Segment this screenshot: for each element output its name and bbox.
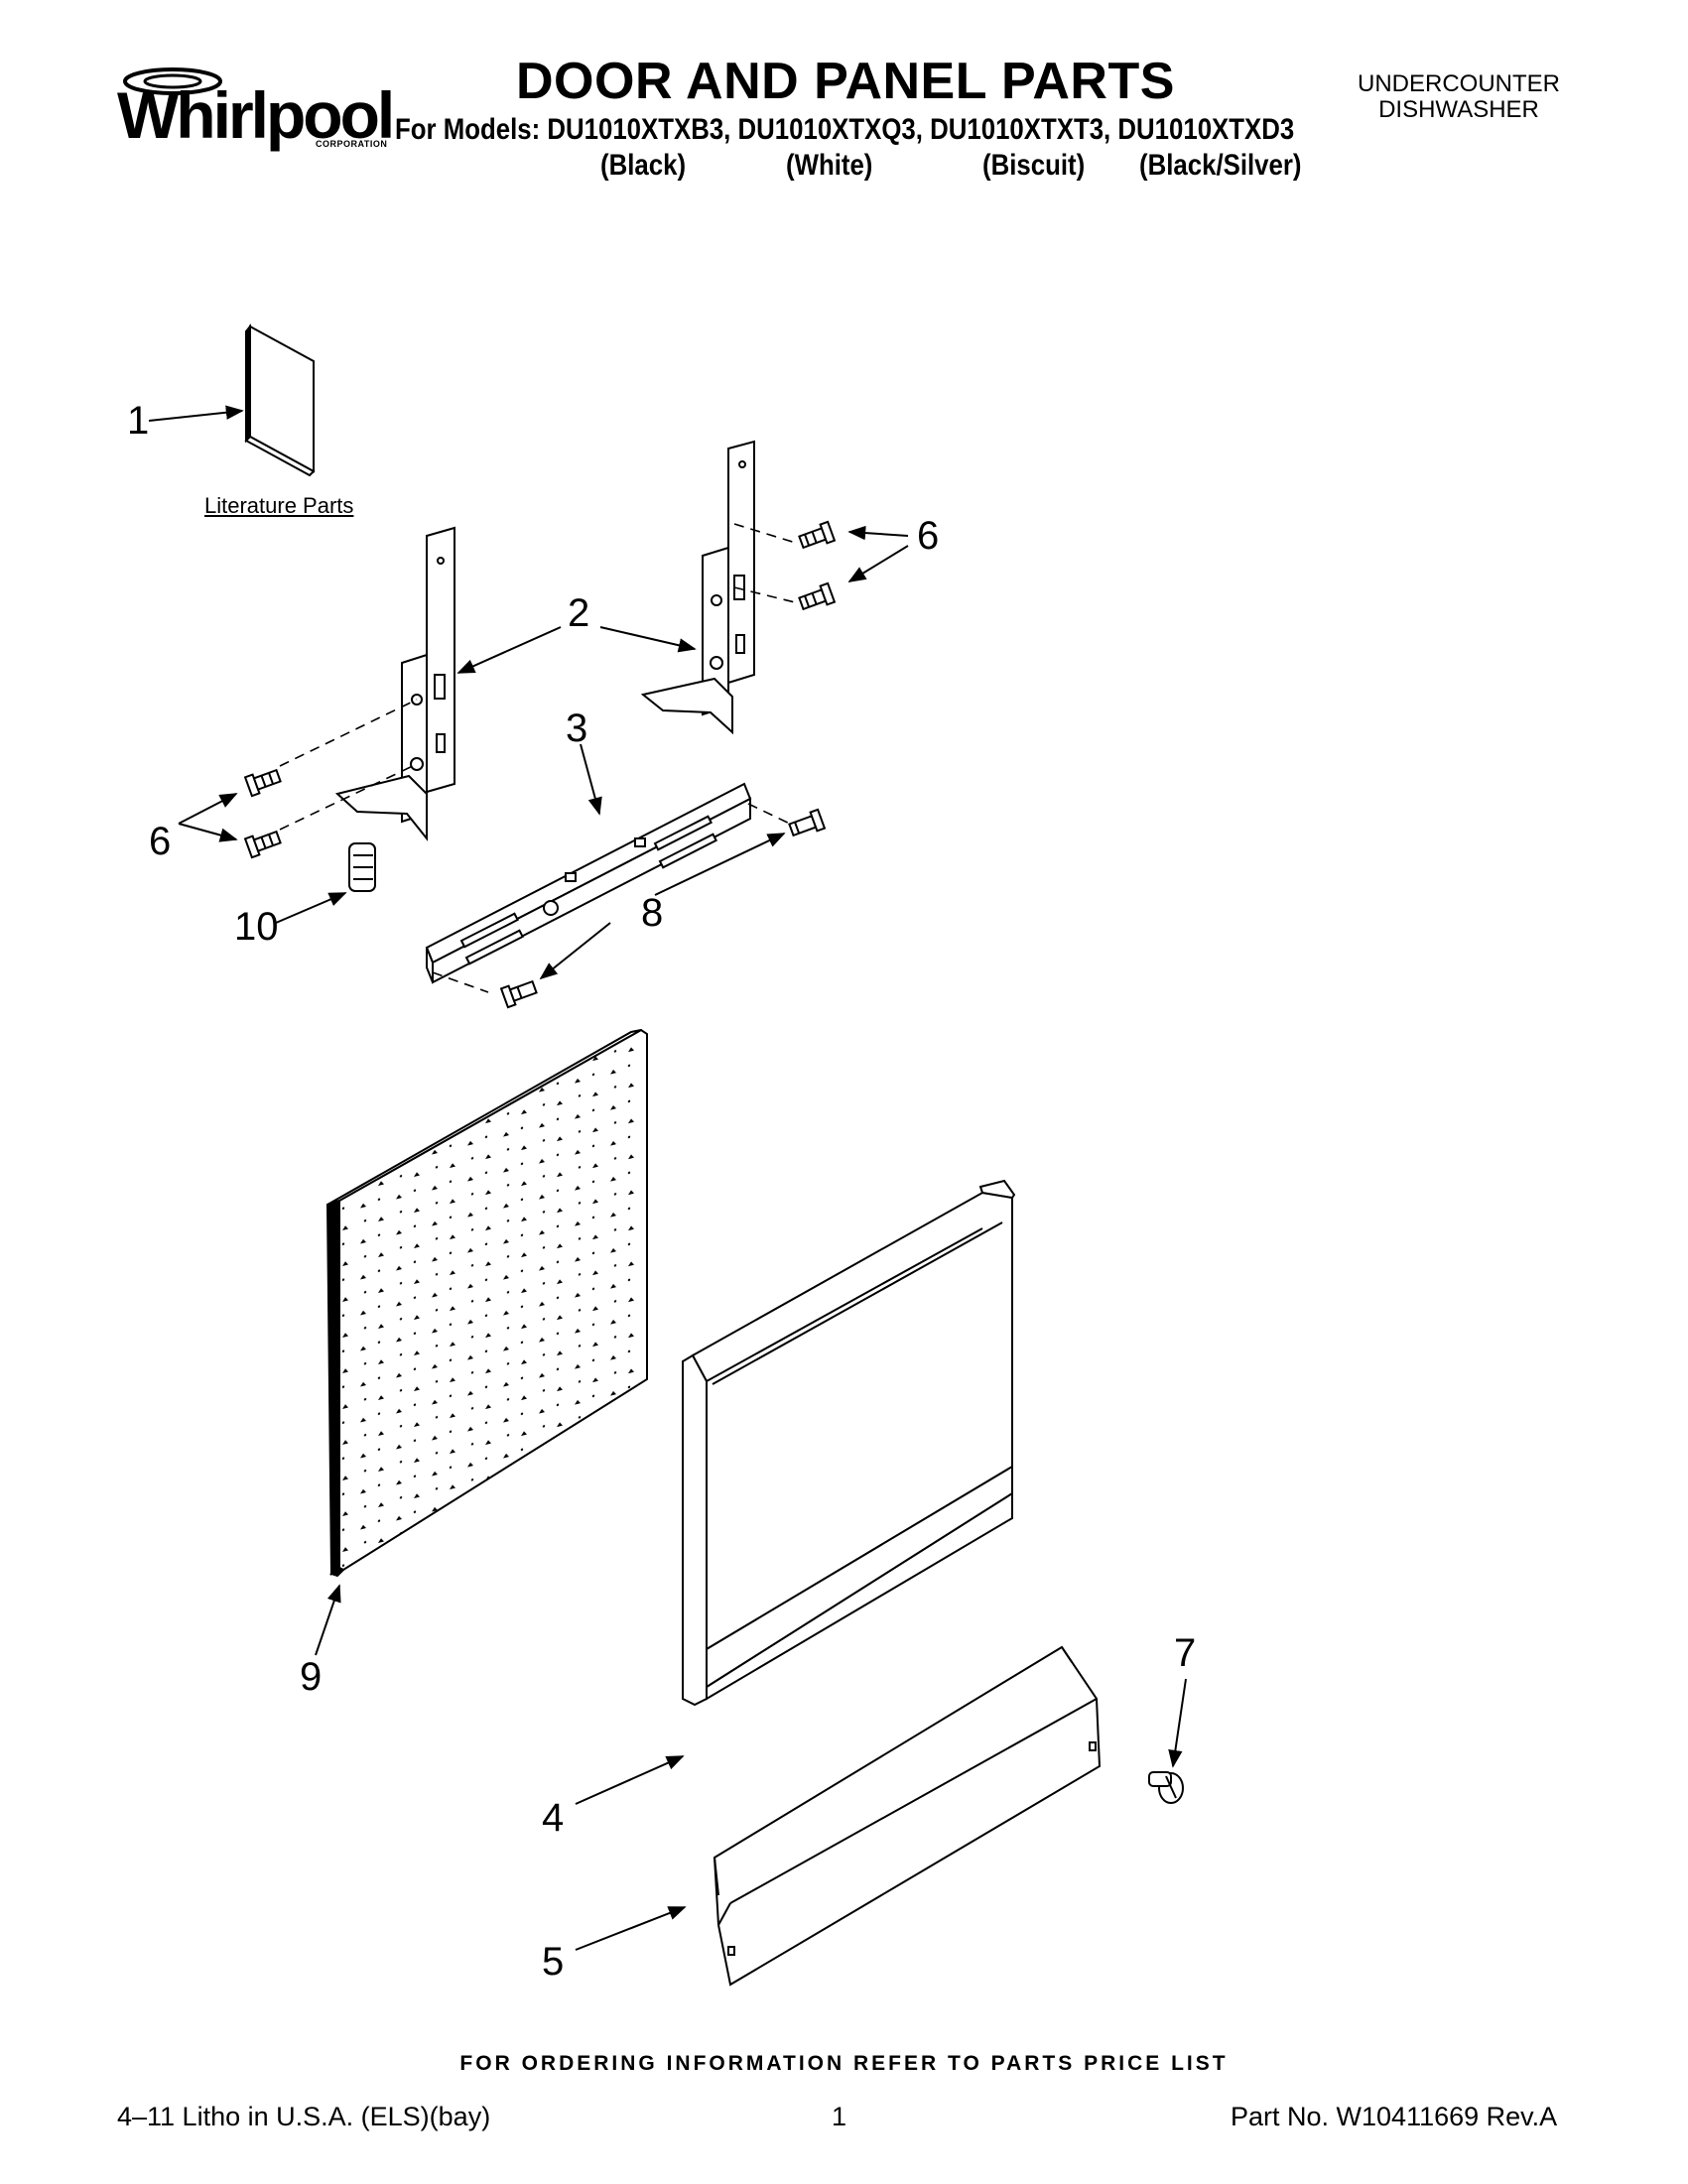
models-line: For Models: DU1010XTXB3, DU1010XTXQ3, DU… [395,113,1295,146]
logo-swirl-icon [123,67,222,95]
category-line-2: DISHWASHER [1378,96,1539,123]
leader-arrows [148,405,1187,1951]
model-color-white: (White) [786,149,873,182]
callout-9: 9 [300,1655,323,1699]
appliance-category: UNDERCOUNTER DISHWASHER [1330,71,1588,123]
outer-door-panel [325,1028,648,1578]
callout-3: 3 [566,707,588,750]
callout-4: 4 [542,1796,565,1840]
assembly-lines [279,523,800,993]
screw-6c [243,768,282,798]
screw-8a [788,808,827,837]
brand-subtitle: CORPORATION [316,139,388,149]
door-clip [348,842,376,892]
toe-panel [713,1645,1102,1987]
screw-6d [243,830,282,859]
part-number: Part No. W10411669 Rev.A [1231,2102,1558,2131]
callout-2: 2 [568,591,590,635]
door-hinge-left [334,526,455,841]
model-color-biscuit: (Biscuit) [982,149,1086,182]
callout-5: 5 [542,1940,565,1984]
literature-parts-label: Literature Parts [204,493,354,518]
category-line-1: UNDERCOUNTER [1358,70,1560,97]
callout-6-left: 6 [149,820,172,863]
callout-7: 7 [1174,1631,1197,1675]
page-title: DOOR AND PANEL PARTS [516,53,1175,110]
door-bracket-bar [425,782,752,984]
screw-6a [798,520,837,550]
callout-1: 1 [127,399,150,443]
ordering-note: FOR ORDERING INFORMATION REFER TO PARTS … [459,2052,1229,2075]
literature-part [244,323,316,477]
brand-logo [109,60,377,159]
callout-10: 10 [234,905,279,949]
screw-6b [798,581,837,611]
door-hinge-right [640,440,755,735]
inner-door [682,1179,1016,1707]
toe-panel-screw [1148,1771,1184,1804]
model-color-black: (Black) [600,149,687,182]
model-color-black-silver: (Black/Silver) [1139,149,1302,182]
page-number: 1 [832,2102,847,2131]
brand-name: Whirlpool [117,78,395,152]
litho-info: 4–11 Litho in U.S.A. (ELS)(bay) [117,2102,491,2131]
callout-6-right: 6 [917,514,940,558]
callout-8: 8 [641,891,664,935]
screw-8b [499,979,538,1009]
